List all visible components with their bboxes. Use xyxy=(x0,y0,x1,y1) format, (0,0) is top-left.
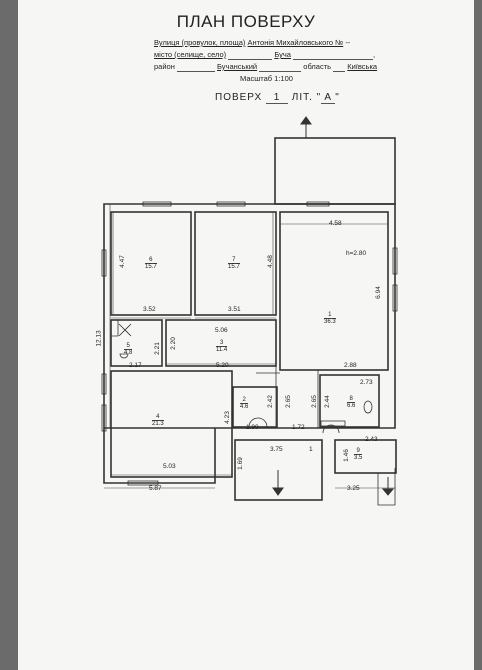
dim-label: 2.65 xyxy=(310,395,318,408)
scale-label: Масштаб 1:100 xyxy=(240,74,293,83)
street-label: Вулиця (провулок, площа) Антонія Михайло… xyxy=(154,38,351,47)
dim-label: 6.94 xyxy=(374,286,382,299)
dim-label: 4.47 xyxy=(118,255,126,268)
dim-label: 5.06 xyxy=(215,327,228,334)
outer-walls xyxy=(103,203,396,429)
floor-plan xyxy=(101,116,398,506)
dim-label: 2.21 xyxy=(153,342,161,355)
dim-label: 2.17 xyxy=(129,362,142,369)
dim-label: 1.46 xyxy=(342,449,350,462)
dim-label: 2.20 xyxy=(169,337,177,350)
outer-walls-bottom-left xyxy=(103,428,216,484)
dim-label: 4.48 xyxy=(266,255,274,268)
dim-label: 2.65 xyxy=(284,395,292,408)
room-4-outline xyxy=(110,370,233,478)
room-5-outline xyxy=(110,319,163,367)
document-page: ПЛАН ПОВЕРХУ Вулиця (провулок, площа) Ан… xyxy=(18,0,474,670)
dim-label: 4.23 xyxy=(223,411,231,424)
ceiling-height: h=2.80 xyxy=(346,250,367,257)
room-2-outline xyxy=(232,386,278,428)
dim-label: 4.58 xyxy=(329,220,342,227)
dim-label: 3.51 xyxy=(228,306,241,313)
city-label: місто (селище, село) Буча , xyxy=(154,50,376,60)
porch-outline xyxy=(234,439,323,501)
room-9-outline xyxy=(334,439,397,474)
page-title: ПЛАН ПОВЕРХУ xyxy=(176,12,316,31)
dim-label: 2.73 xyxy=(360,379,373,386)
dim-label: 2.43 xyxy=(365,436,378,443)
room-8-outline xyxy=(319,374,380,428)
dim-label: 3.75 xyxy=(270,446,283,453)
room-1-outline xyxy=(279,211,389,371)
dim-label: 5.03 xyxy=(163,463,176,470)
room-6-outline xyxy=(110,211,192,316)
dim-label: 1.69 xyxy=(236,457,244,470)
terrace-outline xyxy=(274,137,396,205)
dim-label: 5.20 xyxy=(216,362,229,369)
dim-label: 5.87 xyxy=(149,485,162,492)
dim-label: 1 xyxy=(309,446,313,453)
dim-label: 3.25 xyxy=(347,485,360,492)
room-7-outline xyxy=(194,211,277,316)
dim-label: 12.13 xyxy=(95,330,103,347)
district-label: район Бучанський область Київська xyxy=(154,62,378,72)
dim-label: 1.72 xyxy=(292,424,305,431)
dim-label: 2.42 xyxy=(266,395,274,408)
dim-label: 2.44 xyxy=(323,395,331,408)
floor-label: ПОВЕРХ 1 ЛІТ. "А" xyxy=(215,92,340,104)
dim-label: 3.52 xyxy=(143,306,156,313)
dim-label: 2.88 xyxy=(344,362,357,369)
dim-label: 1.90 xyxy=(246,424,259,431)
